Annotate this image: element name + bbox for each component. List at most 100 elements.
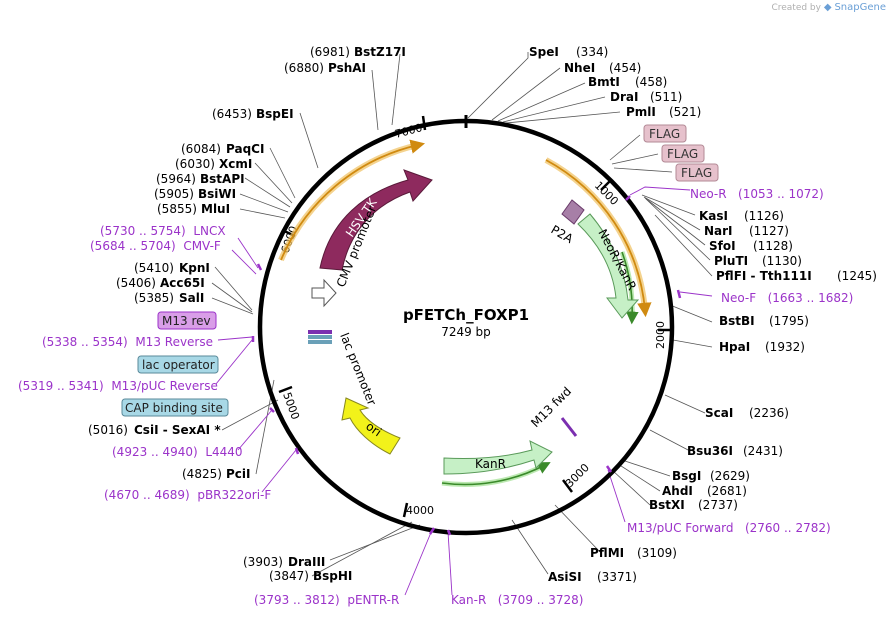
site-pos: (3371): [597, 570, 637, 584]
site-name: SalI: [179, 291, 204, 305]
site-name: KasI: [699, 209, 728, 223]
site-name: XcmI: [219, 157, 252, 171]
site-name: BstBI: [719, 314, 755, 328]
orf-arcs: [278, 139, 652, 487]
tick-3000: 3000: [563, 461, 592, 490]
site-name: BspEI: [256, 107, 294, 121]
site-name: PflFI - Tth111I: [716, 269, 812, 283]
snapgene-logo-icon: ◆: [823, 2, 832, 13]
site-name: DraI: [610, 90, 638, 104]
site-name: ScaI: [705, 406, 733, 420]
site-pos: (5016): [88, 423, 128, 437]
primer-lncx: (5730 .. 5754) LNCX: [100, 224, 226, 238]
site-name: SfoI: [709, 239, 736, 253]
site-pos: (1932): [765, 340, 805, 354]
plasmid-name: pFETCh_FOXP1: [403, 306, 529, 324]
primer-labels: Neo-R (1053 .. 1072) Neo-F (1663 .. 1682…: [18, 187, 853, 607]
p2a-label: P2A: [549, 222, 577, 246]
site-pos: (5905): [154, 187, 194, 201]
leader-lines: [211, 52, 713, 577]
lac-operator-label: lac operator: [142, 358, 215, 372]
cmv-promoter-arrow: [311, 278, 337, 308]
site-name: BsiWI: [198, 187, 236, 201]
hsv-tk-arrow: [319, 169, 433, 271]
flag-2-label: FLAG: [667, 147, 698, 161]
primer-pentr-r: (3793 .. 3812) pENTR-R: [254, 593, 399, 607]
site-pos: (1795): [769, 314, 809, 328]
tick-4000: 4000: [406, 504, 434, 517]
site-name: BstXI: [649, 498, 685, 512]
site-pos: (6880): [284, 61, 324, 75]
site-pos: (5855): [157, 202, 197, 216]
site-name: BsgI: [672, 469, 701, 483]
primer-neo-r: Neo-R (1053 .. 1072): [690, 187, 824, 201]
kanr-label: KanR: [475, 457, 506, 471]
site-name: Acc65I: [160, 276, 205, 290]
primer-neo-f: Neo-F (1663 .. 1682): [721, 291, 853, 305]
watermark-prefix: Created by: [771, 3, 821, 13]
site-name: AhdI: [662, 484, 693, 498]
site-name: BmtI: [588, 75, 620, 89]
site-pos: (334): [576, 45, 608, 59]
site-name: HpaI: [719, 340, 750, 354]
site-pos: (2629): [710, 469, 750, 483]
primer-m13-puc-reverse: (5319 .. 5341) M13/pUC Reverse: [18, 379, 218, 393]
lac-promoter-label: lac promoter: [337, 331, 379, 407]
site-pos: (6981): [310, 45, 350, 59]
site-pos: (2431): [743, 444, 783, 458]
primer-leaders: [215, 186, 713, 596]
site-pos: (1128): [753, 239, 793, 253]
boxed-feature-labels: FLAG FLAG FLAG M13 rev lac operator CAP …: [121, 124, 719, 417]
site-pos: (5385): [134, 291, 174, 305]
flag-1-label: FLAG: [649, 127, 680, 141]
site-pos: (3903): [243, 555, 283, 569]
site-pos: (6453): [212, 107, 252, 121]
site-name: PmlI: [626, 105, 656, 119]
tick-7000: 7000: [393, 121, 423, 141]
primer-marks: [251, 195, 682, 536]
primer-cmv-f: (5684 .. 5704) CMV-F: [90, 239, 221, 253]
site-pos: (1127): [749, 224, 789, 238]
site-pos: (454): [609, 61, 641, 75]
primer-pbr322ori-f: (4670 .. 4689) pBR322ori-F: [104, 488, 271, 502]
ori-arrow: [341, 397, 401, 455]
primer-kan-r: Kan-R (3709 .. 3728): [451, 593, 583, 607]
site-name: PciI: [226, 467, 251, 481]
site-name: NarI: [704, 224, 733, 238]
snapgene-watermark: Created by ◆ SnapGene: [771, 2, 886, 13]
site-name: BstAPI: [200, 172, 245, 186]
scale-ticks: [278, 115, 672, 518]
primer-l4440: (4923 .. 4940) L4440: [112, 445, 243, 459]
tick-5000: 5000: [280, 391, 302, 422]
site-name: PaqCI: [226, 142, 264, 156]
site-pos: (4825): [182, 467, 222, 481]
right-restriction-sites: SpeI (334) NheI (454) BmtI (458) DraI (5…: [529, 45, 877, 584]
primer-m13-reverse: (5338 .. 5354) M13 Reverse: [42, 335, 213, 349]
site-pos: (5410): [134, 261, 174, 275]
flag-3-label: FLAG: [681, 166, 712, 180]
site-pos: (458): [635, 75, 667, 89]
site-name: PflMI: [590, 546, 624, 560]
site-name: BspHI: [313, 569, 352, 583]
site-pos: (511): [650, 90, 682, 104]
site-pos: (5964): [156, 172, 196, 186]
site-pos: (1245): [837, 269, 877, 283]
site-name: DraIII: [288, 555, 325, 569]
site-name: AsiSI: [548, 570, 582, 584]
site-pos: (6084): [181, 142, 221, 156]
neor-kanr-arrow: [577, 213, 640, 319]
site-pos: (5406): [116, 276, 156, 290]
site-name: BstZ17I: [354, 45, 406, 59]
watermark-brand: SnapGene: [834, 2, 886, 13]
site-name: PshAI: [328, 61, 366, 75]
site-pos: (3109): [637, 546, 677, 560]
cap-binding-site-label: CAP binding site: [125, 401, 223, 415]
m13-fwd-site: [560, 417, 578, 437]
site-name: MluI: [201, 202, 230, 216]
m13-rev-label: M13 rev: [162, 314, 211, 328]
tick-2000: 2000: [654, 321, 667, 349]
lac-elements: [308, 330, 332, 344]
site-pos: (1126): [744, 209, 784, 223]
plasmid-length: 7249 bp: [441, 325, 491, 339]
